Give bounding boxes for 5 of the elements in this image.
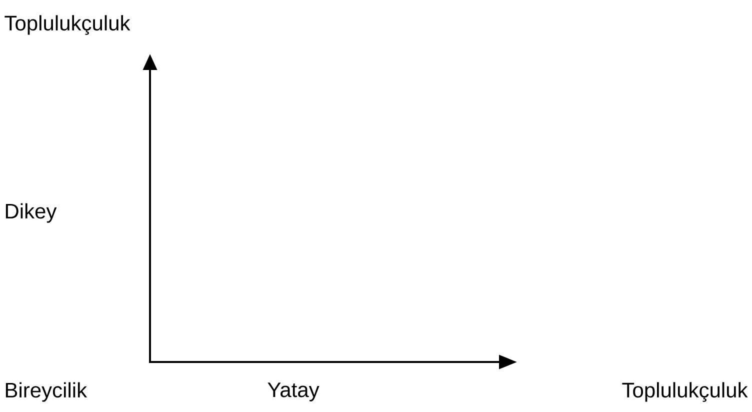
axis-label: Toplulukçuluk <box>622 382 748 402</box>
axis-label: Bireycilik <box>6 382 88 402</box>
axis-label: Toplulukçuluk <box>4 15 130 35</box>
axis-label: Dikey <box>6 203 57 223</box>
axis-label: Yatay <box>268 382 320 402</box>
